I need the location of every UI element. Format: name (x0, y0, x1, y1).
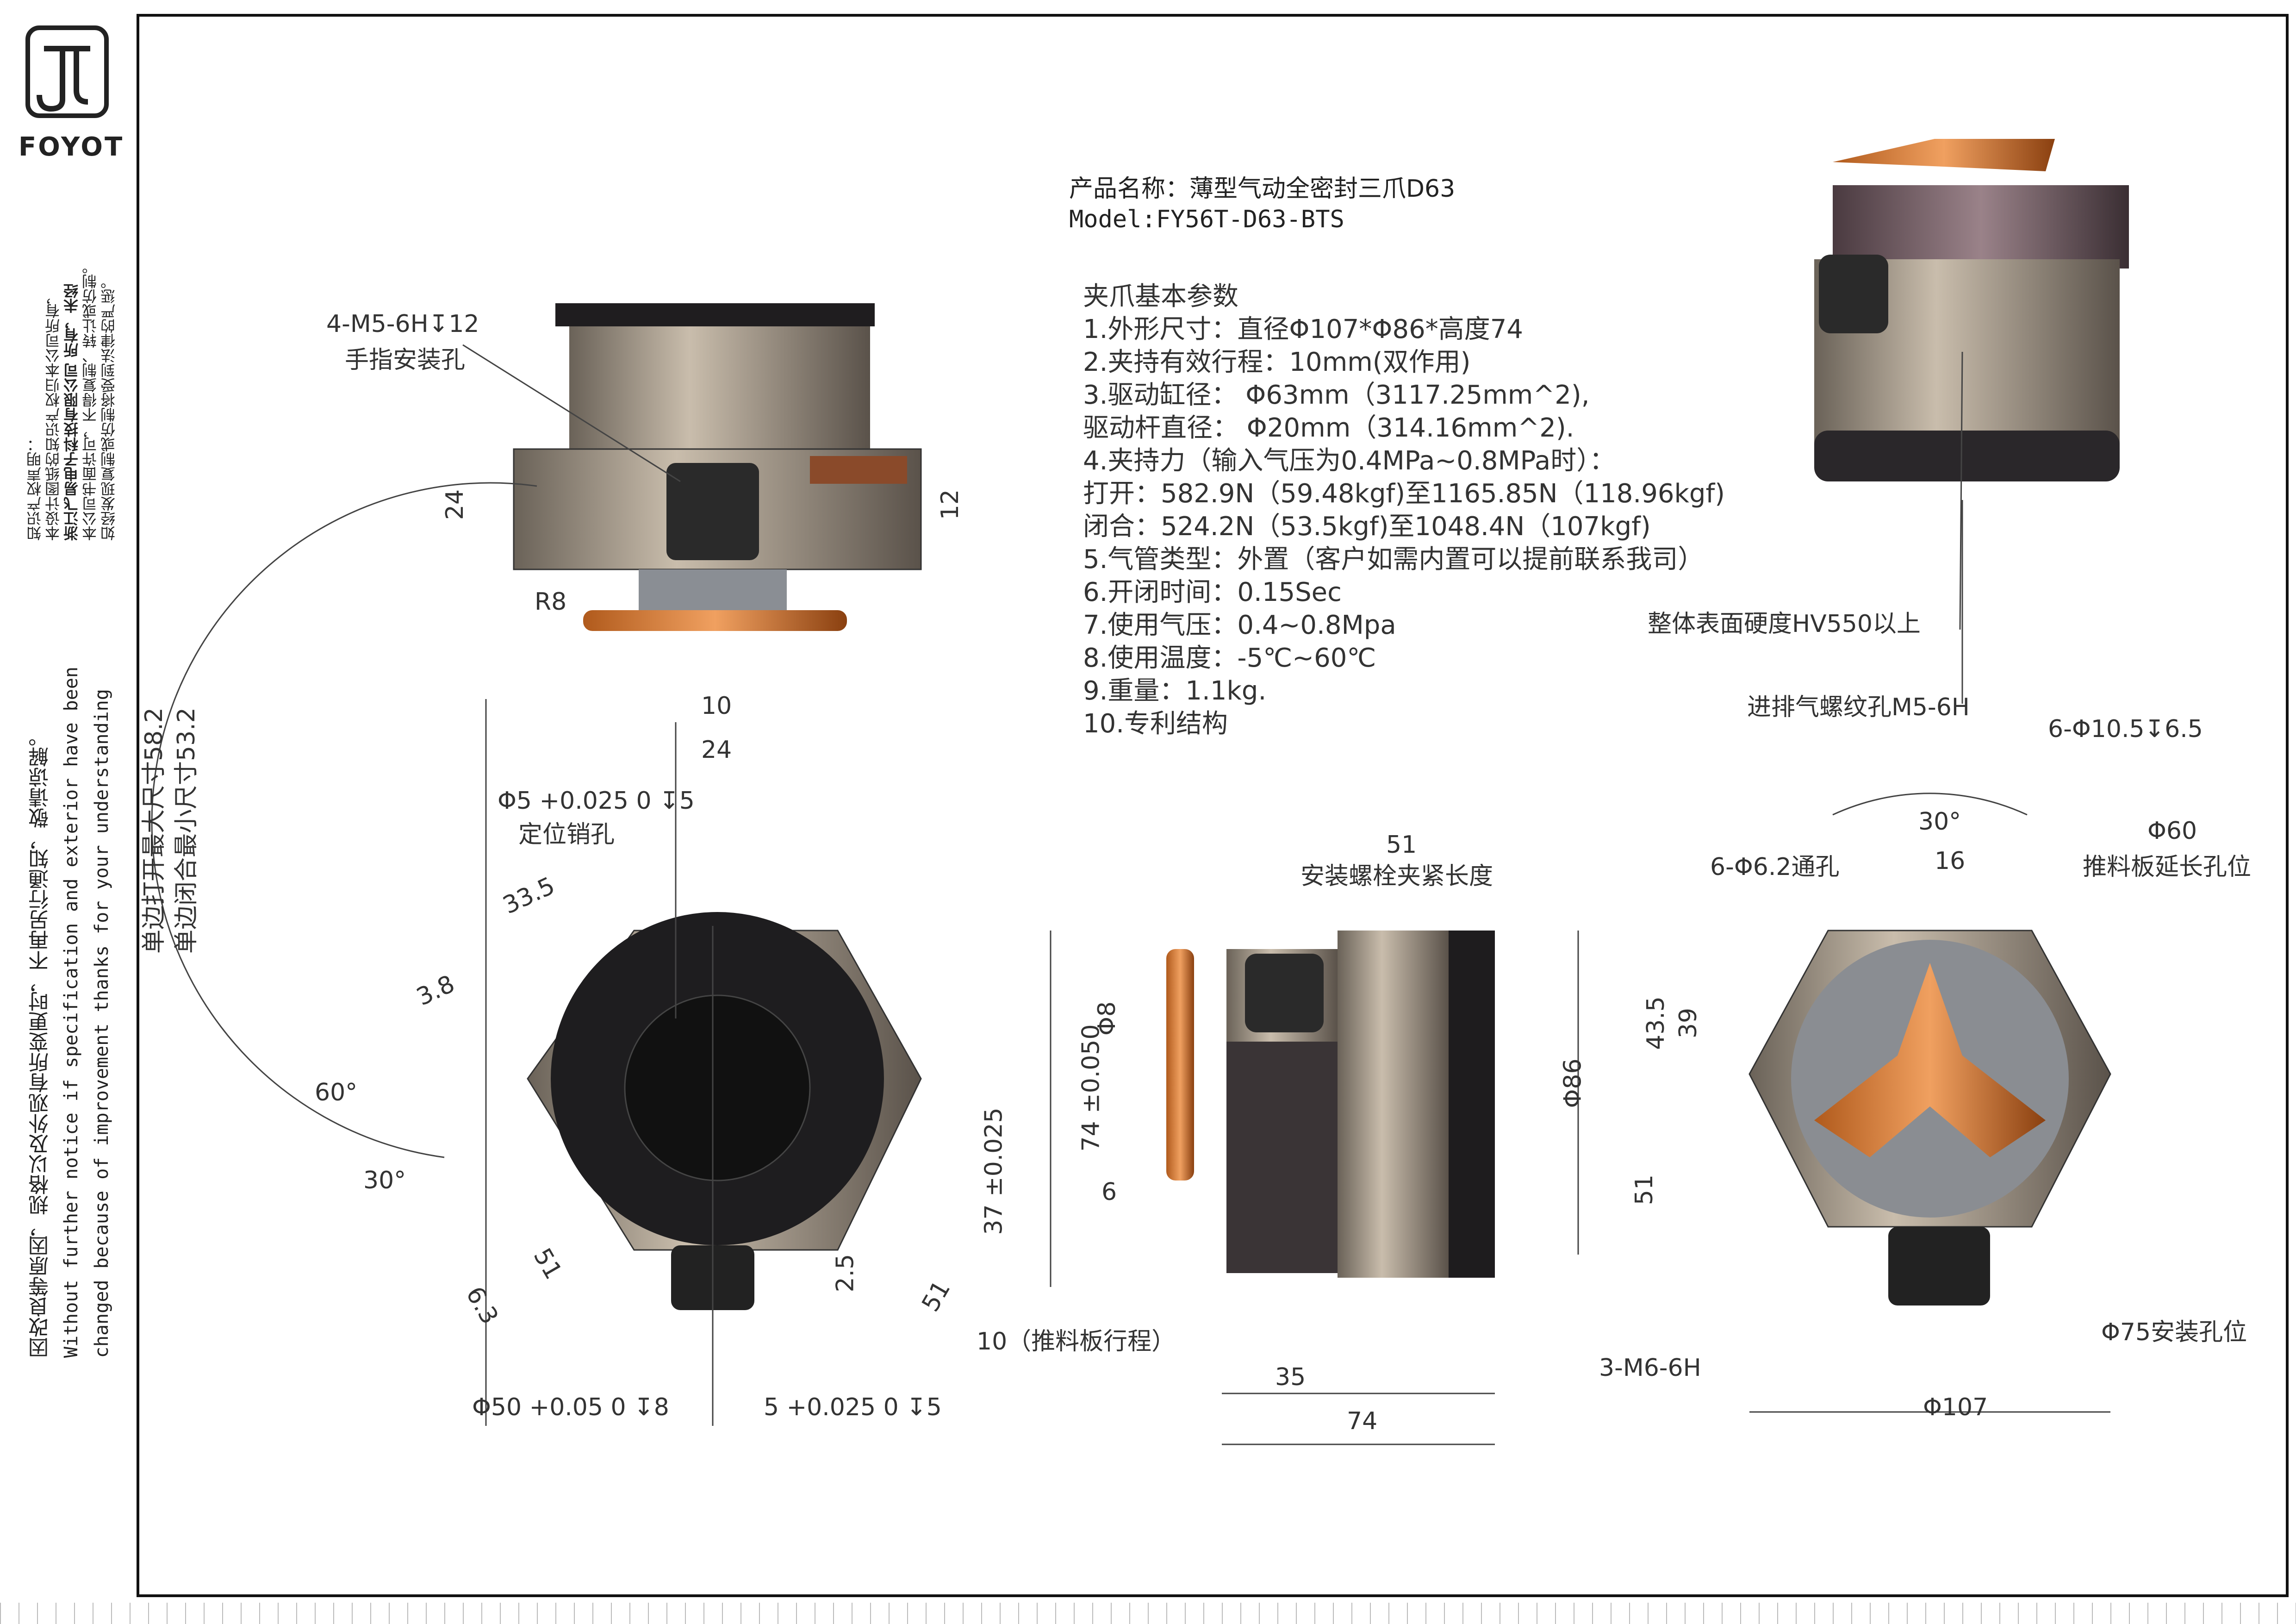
leader-lines (151, 344, 2110, 1445)
dim-35: 35 (1275, 1363, 1306, 1391)
dia-86: Φ86 (1559, 1058, 1587, 1108)
product-model: Model:FY56T-D63-BTS (1069, 206, 1344, 233)
finger-hole-label: 手指安装孔 (345, 346, 466, 374)
dim-74-side: 74 (1347, 1407, 1378, 1435)
dim-16: 16 (1935, 847, 1966, 875)
param-line: 驱动杆直径： Φ20mm（314.16mm^2). (1083, 413, 1574, 443)
dim-37-tol: 37 ±0.025 (980, 1107, 1008, 1235)
parameter-list: 夹爪基本参数 1.外形尺寸：直径Φ107*Φ86*高度74 2.夹持有效行程：1… (1083, 280, 1725, 740)
param-line: 6.开闭时间：0.15Sec (1083, 577, 1342, 607)
dim-2-5: 2.5 (831, 1254, 859, 1293)
param-line: 1.外形尺寸：直径Φ107*Φ86*高度74 (1083, 314, 1523, 344)
finger-hole-spec: 4-M5-6H↧12 (326, 310, 479, 338)
bore-50-spec: Φ50 +0.05 0 ↧8 (472, 1393, 669, 1421)
side-view (1166, 931, 1495, 1278)
param-line: 8.使用温度：-5℃~60℃ (1083, 643, 1376, 673)
holes-10-5-spec: 6-Φ10.5↧6.5 (2048, 715, 2203, 743)
bolt-length-dim: 51 (1386, 831, 1417, 859)
dia-8: Φ8 (1093, 1001, 1121, 1036)
product-title: 产品名称：薄型气动全密封三爪D63 Model:FY56T-D63-BTS (1069, 174, 1455, 235)
param-line: 5.气管类型：外置（客户如需内置可以提前联系我司） (1083, 544, 1704, 575)
param-line: 3.驱动缸径： Φ63mm（3117.25mm^2), (1083, 380, 1590, 410)
dia-107: Φ107 (1923, 1393, 1988, 1421)
bore-5-spec: 5 +0.025 0 ↧5 (764, 1393, 942, 1421)
air-port-callout: 进排气螺纹孔M5-6H (1747, 693, 1970, 721)
pin-hole-label: 定位销孔 (518, 821, 615, 849)
params-heading: 夹爪基本参数 (1083, 281, 1238, 312)
product-render (1814, 139, 2129, 481)
holes-6-2-spec: 6-Φ6.2通孔 (1710, 853, 1840, 881)
dim-43-5: 43.5 (1642, 996, 1670, 1050)
param-line: 2.夹持有效行程：10mm(双作用) (1083, 347, 1471, 377)
dim-51-right: 51 (1630, 1174, 1659, 1206)
dim-12: 12 (936, 489, 964, 520)
push-plate-holes: 推料板延长孔位 (2083, 853, 2252, 881)
dia-60: Φ60 (2147, 817, 2197, 845)
top-view (527, 912, 922, 1310)
angle-30: 30° (363, 1167, 406, 1194)
param-line: 9.重量：1.1kg. (1083, 676, 1267, 706)
bolt-length-label: 安装螺栓夹紧长度 (1300, 862, 1493, 890)
dim-74-tol: 74 ±0.050 (1077, 1024, 1105, 1152)
max-open-dim: 单边打开最大尺寸58.2 (140, 707, 168, 954)
scale-ruler (0, 1603, 2296, 1624)
pin-hole-spec: Φ5 +0.025 0 ↧5 (498, 787, 695, 815)
product-name: 产品名称：薄型气动全密封三爪D63 (1069, 175, 1456, 203)
angle-30-right: 30° (1918, 808, 1961, 836)
param-line: 7.使用气压：0.4~0.8Mpa (1083, 610, 1396, 640)
m6-thread-spec: 3-M6-6H (1599, 1354, 1701, 1382)
angle-60: 60° (315, 1079, 358, 1106)
stroke-dim: 10（推料板行程） (977, 1328, 1176, 1355)
front-view (513, 303, 922, 631)
param-line: 10.专利结构 (1083, 709, 1228, 739)
param-line: 闭合：524.2N（53.5kgf)至1048.4N（107kgf) (1083, 512, 1651, 542)
param-line: 4.夹持力（输入气压为0.4MPa~0.8MPa时）： (1083, 446, 1616, 476)
bottom-view (1748, 930, 2111, 1305)
foyot-logo-icon (25, 25, 109, 118)
dim-6: 6 (1101, 1178, 1117, 1206)
brand-name: FOYOT (19, 132, 124, 162)
dim-24-left: 24 (441, 489, 469, 520)
dim-24-bottom: 24 (701, 736, 732, 764)
min-close-dim: 单边闭合最小尺寸53.2 (173, 707, 200, 954)
dim-10-top: 10 (701, 692, 732, 720)
dia-75-holes: Φ75安装孔位 (2101, 1318, 2247, 1346)
dim-39: 39 (1674, 1007, 1703, 1039)
r8-label: R8 (535, 588, 567, 616)
hardness-callout: 整体表面硬度HV550以上 (1648, 610, 1921, 638)
drawing-frame (137, 14, 2289, 1597)
param-line: 打开：582.9N（59.48kgf)至1165.85N（118.96kgf) (1083, 479, 1725, 509)
